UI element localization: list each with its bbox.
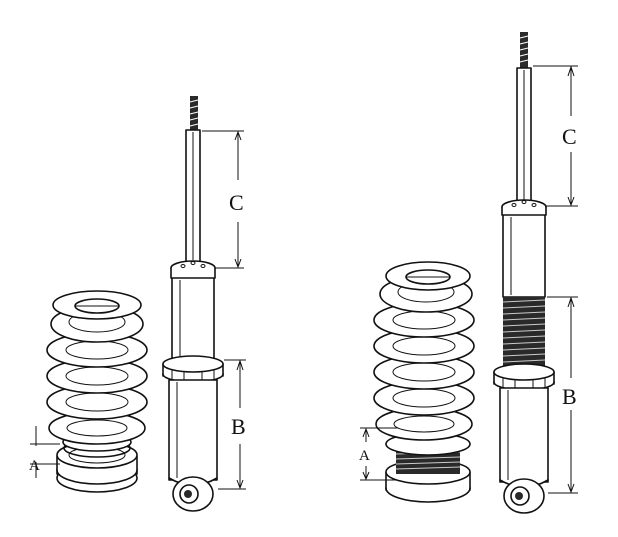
left-label-a: A xyxy=(29,458,40,474)
left-assembly: A xyxy=(29,96,246,512)
right-shock-absorber xyxy=(493,32,555,514)
left-dimension-c: C xyxy=(202,130,244,269)
left-dimension-b: B xyxy=(218,359,246,490)
right-dimension-a: A xyxy=(359,427,398,481)
right-assembly: A xyxy=(359,32,578,514)
left-label-b: B xyxy=(231,414,246,439)
left-coil-spring xyxy=(46,290,148,493)
left-shock-absorber xyxy=(162,96,224,512)
left-label-c: C xyxy=(229,190,244,215)
right-label-c: C xyxy=(562,124,577,149)
right-dimension-c: C xyxy=(533,65,578,207)
right-coil-spring xyxy=(373,261,475,503)
left-dimension-a: A xyxy=(29,426,60,478)
right-label-a: A xyxy=(359,448,370,464)
right-label-b: B xyxy=(562,384,577,409)
right-dimension-b: B xyxy=(547,296,578,494)
